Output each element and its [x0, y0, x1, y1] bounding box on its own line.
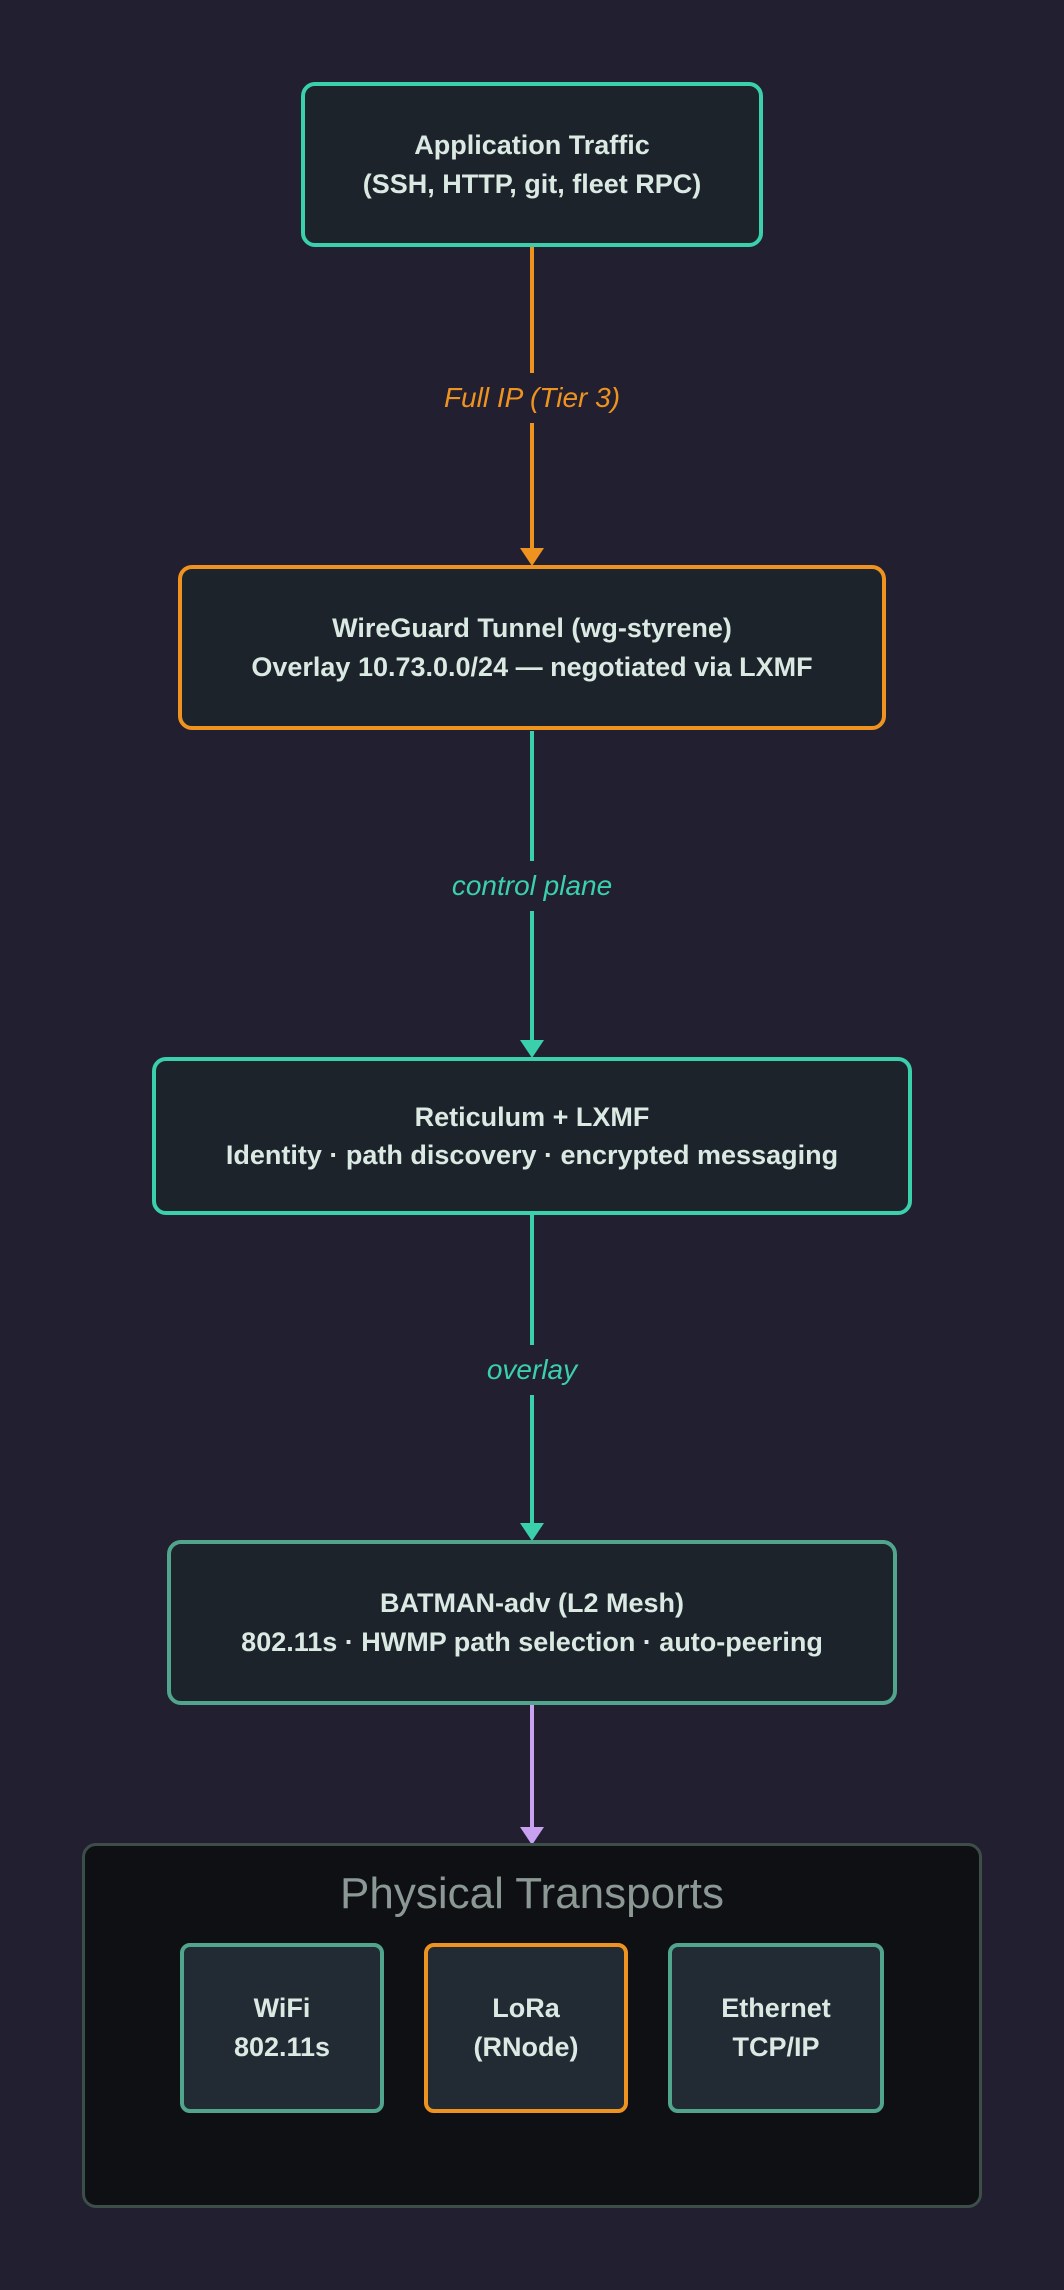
node-wifi-line2: 802.11s	[233, 2031, 331, 2062]
edge-to-physical-transports	[362, 1705, 702, 1845]
node-wifi-line1: WiFi	[253, 1992, 311, 2023]
node-lora: LoRa (RNode)	[424, 1942, 628, 2113]
node-wireguard-tunnel: WireGuard Tunnel (wg-styrene) Overlay 10…	[178, 565, 886, 730]
node-wireguard-line2: Overlay 10.73.0.0/24 — negotiated via LX…	[251, 651, 813, 682]
node-batman-line2: 802.11s · HWMP path selection · auto-pee…	[241, 1626, 823, 1657]
node-lora-line2: (RNode)	[473, 2031, 579, 2062]
node-wifi: WiFi 802.11s	[180, 1942, 384, 2113]
edge-control-plane-label: control plane	[451, 870, 613, 901]
node-application-traffic: Application Traffic (SSH, HTTP, git, fle…	[301, 82, 763, 247]
node-lora-line1: LoRa	[492, 1992, 560, 2023]
node-batman-line1: BATMAN-adv (L2 Mesh)	[379, 1588, 684, 1619]
node-ethernet-line1: Ethernet	[721, 1992, 831, 2023]
edge-line-segment	[530, 1394, 534, 1524]
cluster-children-row: WiFi 802.11s LoRa (RNode) Ethernet TCP/I…	[180, 1942, 884, 2113]
edge-full-ip-label: Full IP (Tier 3)	[443, 382, 621, 413]
edge-control-plane: control plane	[362, 731, 702, 1058]
node-batman-adv: BATMAN-adv (L2 Mesh) 802.11s · HWMP path…	[167, 1540, 897, 1705]
edge-line-segment	[530, 731, 534, 861]
edge-line-segment	[530, 911, 534, 1041]
node-ethernet: Ethernet TCP/IP	[668, 1942, 884, 2113]
edge-full-ip-tier3: Full IP (Tier 3)	[362, 247, 702, 566]
cluster-title: Physical Transports	[340, 1869, 724, 1918]
node-reticulum-line1: Reticulum + LXMF	[414, 1101, 650, 1132]
cluster-physical-transports: Physical Transports WiFi 802.11s LoRa (R…	[82, 1843, 982, 2208]
arrowhead-down-icon	[520, 548, 544, 566]
node-wireguard-line1: WireGuard Tunnel (wg-styrene)	[332, 613, 732, 644]
edge-overlay: overlay	[362, 1215, 702, 1541]
node-application-traffic-line1: Application Traffic	[414, 130, 650, 161]
edge-line-segment	[530, 1215, 534, 1345]
node-application-traffic-line2: (SSH, HTTP, git, fleet RPC)	[362, 168, 702, 199]
edge-line-segment	[530, 1705, 534, 1828]
node-reticulum-lxmf: Reticulum + LXMF Identity · path discove…	[152, 1057, 912, 1215]
edge-line-segment	[530, 423, 534, 549]
node-ethernet-line2: TCP/IP	[732, 2031, 820, 2062]
edge-line-segment	[530, 247, 534, 373]
edge-overlay-label: overlay	[486, 1353, 578, 1385]
arrowhead-down-icon	[520, 1040, 544, 1058]
arrowhead-down-icon	[520, 1827, 544, 1845]
node-reticulum-line2: Identity · path discovery · encrypted me…	[225, 1140, 839, 1170]
arrowhead-down-icon	[520, 1523, 544, 1541]
